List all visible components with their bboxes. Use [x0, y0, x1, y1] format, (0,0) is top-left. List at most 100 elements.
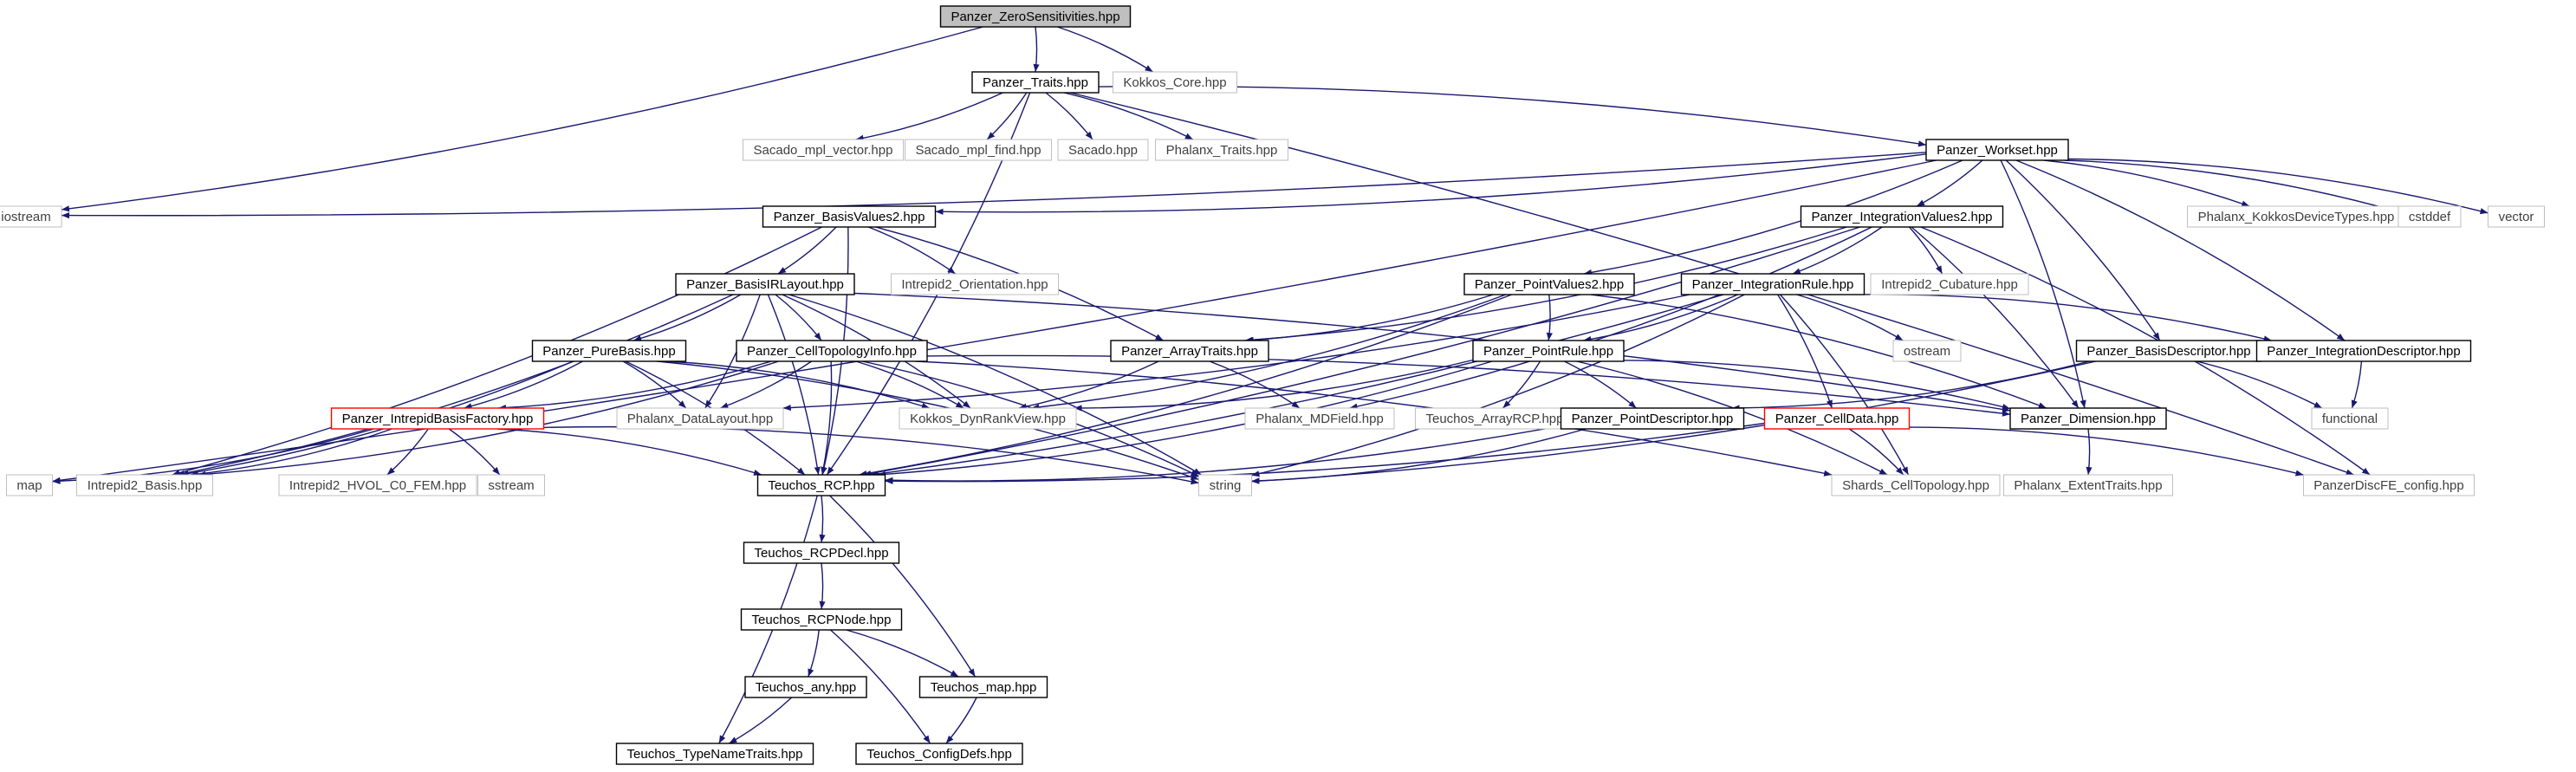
node-box [1198, 474, 1252, 496]
node-box [891, 273, 1059, 295]
edge-pointdesc-to-string [1251, 428, 1586, 484]
node-box [1560, 407, 1745, 430]
node-box [971, 71, 1100, 94]
edge-arraytraits-to-phalanx_mdf [1209, 360, 1301, 409]
edge-workset-to-phalanx_kokkos [2043, 159, 2250, 207]
edge-arraytraits-to-kokkos_drv [1018, 360, 1159, 410]
edge-pointrule-to-dimension [1623, 360, 2011, 411]
node-box [899, 407, 1077, 430]
node-map: map [6, 474, 53, 496]
node-panzer-pointrule-hpp[interactable]: Panzer_PointRule.hpp [1472, 340, 1625, 362]
edge-traits-to-sacado_find [986, 92, 1028, 140]
node-box [675, 273, 855, 295]
edge-workset-to-map [52, 159, 1937, 483]
edge-celldata-to-rcp [885, 422, 1765, 484]
node-box [0, 205, 62, 228]
edge-celltopo-to-intrepidfactory [497, 360, 772, 412]
node-phalanx-extenttraits-hpp: Phalanx_ExtentTraits.hpp [2003, 474, 2173, 496]
node-label: Panzer_ZeroSensitivities.hpp [951, 10, 1119, 24]
node-panzer-celltopologyinfo-hpp[interactable]: Panzer_CellTopologyInfo.hpp [736, 340, 928, 362]
node-teuchos-rcp-hpp[interactable]: Teuchos_RCP.hpp [756, 474, 886, 496]
edges-layer [52, 26, 2488, 744]
node-panzer-basisvalues2-hpp[interactable]: Panzer_BasisValues2.hpp [762, 205, 937, 228]
node-phalanx-mdfield-hpp: Phalanx_MDField.hpp [1244, 407, 1395, 430]
edge-basisirlayout-to-string [788, 294, 1202, 476]
node-intrepid2-orientation-hpp: Intrepid2_Orientation.hpp [891, 273, 1059, 295]
node-teuchos-configdefs-hpp[interactable]: Teuchos_ConfigDefs.hpp [855, 743, 1023, 765]
node-box [1244, 407, 1395, 430]
edge-rcp-to-teuchos_map [829, 495, 976, 678]
node-panzer-traits-hpp[interactable]: Panzer_Traits.hpp [971, 71, 1100, 94]
node-box [1472, 340, 1625, 362]
edge-workset-to-dimension [2000, 159, 2086, 409]
node-label: Teuchos_TypeNameTraits.hpp [627, 747, 803, 762]
node-box [1925, 139, 2069, 161]
node-sstream: sstream [477, 474, 545, 496]
node-panzer-arraytraits-hpp[interactable]: Panzer_ArrayTraits.hpp [1110, 340, 1269, 362]
edge-intrule-to-rcp [870, 294, 1724, 477]
node-label: Phalanx_ExtentTraits.hpp [2014, 478, 2162, 493]
node-label: Panzer_PureBasis.hpp [542, 344, 675, 359]
node-panzer-dimension-hpp[interactable]: Panzer_Dimension.hpp [2009, 407, 2167, 430]
node-box [1680, 273, 1865, 295]
node-box [744, 676, 867, 698]
node-box [756, 474, 886, 496]
edge-purebasis-to-intrepidfactory [464, 360, 583, 410]
edge-purebasis-to-intrepid_basis [180, 360, 574, 477]
edge-teuchos_any-to-typenametraits [729, 697, 793, 744]
node-box [2488, 205, 2545, 228]
edge-basisvalues2-to-intrepid_basis [172, 226, 822, 477]
node-shards-celltopology-hpp: Shards_CellTopology.hpp [1831, 474, 2001, 496]
node-teuchos-rcpdecl-hpp[interactable]: Teuchos_RCPDecl.hpp [743, 542, 900, 564]
edge-basisirlayout-to-purebasis [633, 294, 742, 341]
node-label: vector [2499, 210, 2534, 224]
edge-pointvalues2-to-pointrule [1546, 294, 1553, 341]
node-box [1057, 139, 1149, 161]
node-panzer-pointvalues2-hpp[interactable]: Panzer_PointValues2.hpp [1463, 273, 1635, 295]
edge-intrepidfactory-to-sstream [448, 428, 501, 476]
node-panzer-workset-hpp[interactable]: Panzer_Workset.hpp [1925, 139, 2069, 161]
edge-basisirlayout-to-dimension [853, 292, 2011, 413]
node-label: Phalanx_KokkosDeviceTypes.hpp [2198, 210, 2395, 224]
node-panzer-integrationvalues2-hpp[interactable]: Panzer_IntegrationValues2.hpp [1800, 205, 2004, 228]
node-label: Teuchos_RCP.hpp [768, 478, 874, 493]
edge-intrule-to-intdesc [1864, 294, 2272, 342]
edge-intvalues2-to-phalanx_mdf [1349, 226, 1872, 410]
edge-dimension-to-phalanx_extent [2086, 428, 2093, 476]
node-label: cstddef [2409, 210, 2451, 224]
edge-basisvalues2-to-basisirlayout [777, 226, 837, 275]
node-intrepid2-basis-hpp: Intrepid2_Basis.hpp [76, 474, 213, 496]
edge-pointvalues2-to-kokkos_drv [1031, 294, 1507, 411]
node-box [477, 474, 545, 496]
node-panzer-integrationrule-hpp[interactable]: Panzer_IntegrationRule.hpp [1680, 273, 1865, 295]
node-kokkos-dynrankview-hpp: Kokkos_DynRankView.hpp [899, 407, 1077, 430]
node-panzer-basisdescriptor-hpp[interactable]: Panzer_BasisDescriptor.hpp [2075, 340, 2262, 362]
node-panzer-zerosensitivities-hpp[interactable]: Panzer_ZeroSensitivities.hpp [939, 5, 1132, 28]
node-panzer-celldata-hpp[interactable]: Panzer_CellData.hpp [1763, 407, 1911, 430]
node-panzer-pointdescriptor-hpp[interactable]: Panzer_PointDescriptor.hpp [1560, 407, 1745, 430]
edge-workset-to-intdesc [2015, 159, 2346, 341]
node-vector: vector [2488, 205, 2545, 228]
node-label: Panzer_BasisIRLayout.hpp [686, 277, 844, 292]
edge-pointrule-to-kokkos_drv [1074, 359, 1474, 412]
node-teuchos-rcpnode-hpp[interactable]: Teuchos_RCPNode.hpp [740, 608, 903, 631]
node-box [1870, 273, 2029, 295]
node-panzer-purebasis-hpp[interactable]: Panzer_PureBasis.hpp [531, 340, 687, 362]
edge-intrule-to-shards [1779, 294, 1910, 476]
node-label: Teuchos_ConfigDefs.hpp [866, 747, 1012, 762]
edge-purebasis-to-kokkos_drv [667, 360, 931, 409]
edge-workset-to-basisvalues2 [935, 153, 1927, 215]
node-box [905, 139, 1052, 161]
node-label: Panzer_CellData.hpp [1775, 412, 1899, 426]
node-box [1113, 71, 1237, 94]
edge-pointvalues2-to-arraytraits [1245, 294, 1494, 344]
node-label: Kokkos_DynRankView.hpp [910, 412, 1066, 426]
edge-traits-to-phalanx_traits [1063, 92, 1194, 140]
node-teuchos-typenametraits-hpp[interactable]: Teuchos_TypeNameTraits.hpp [615, 743, 814, 765]
node-panzer-intrepidbasisfactory-hpp[interactable]: Panzer_IntrepidBasisFactory.hpp [330, 407, 545, 430]
node-teuchos-map-hpp[interactable]: Teuchos_map.hpp [918, 676, 1048, 698]
node-teuchos-any-hpp[interactable]: Teuchos_any.hpp [744, 676, 867, 698]
node-panzer-basisirlayout-hpp[interactable]: Panzer_BasisIRLayout.hpp [675, 273, 855, 295]
node-panzer-integrationdescriptor-hpp[interactable]: Panzer_IntegrationDescriptor.hpp [2255, 340, 2472, 362]
node-label: Panzer_IntrepidBasisFactory.hpp [342, 412, 534, 426]
